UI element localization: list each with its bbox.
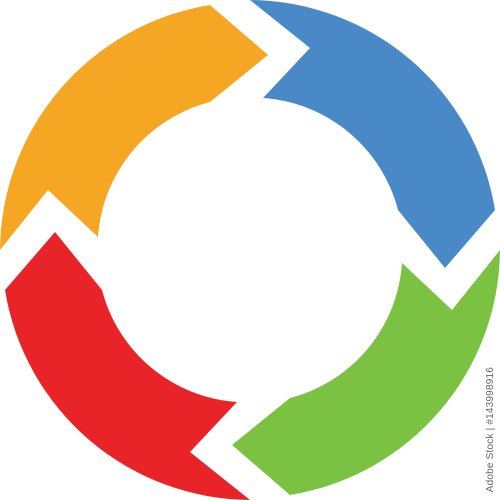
stock-id-watermark: Adobe Stock | #143998916 bbox=[485, 366, 496, 492]
red-arrow bbox=[5, 232, 250, 500]
blue-arrow bbox=[250, 0, 495, 268]
green-arrow bbox=[232, 250, 500, 495]
orange-arrow bbox=[0, 5, 268, 250]
